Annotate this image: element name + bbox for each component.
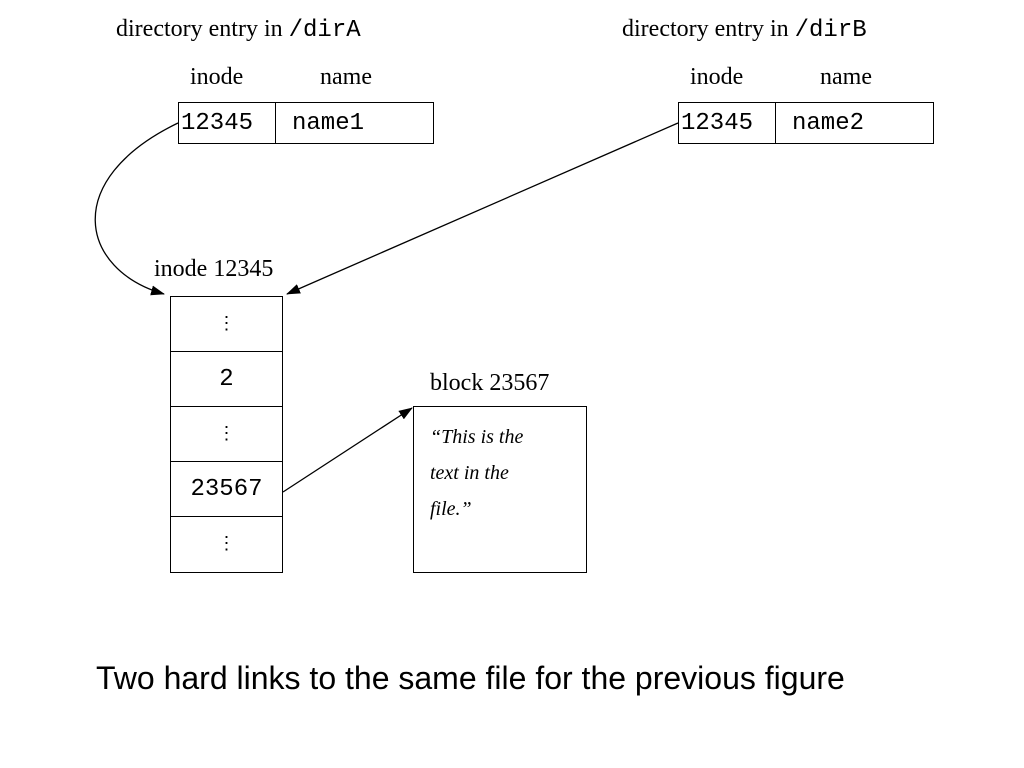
dirB-heading: directory entry in /dirB	[622, 16, 867, 44]
block-text-line-3: file.”	[430, 498, 472, 520]
dirA-inode-value: 12345	[181, 109, 254, 137]
dirB-inode-cell: 12345	[678, 102, 776, 144]
dirA-heading: directory entry in /dirA	[116, 16, 361, 44]
dirB-name-value: name2	[792, 109, 865, 137]
inode-row-2-value: 2	[219, 366, 234, 393]
dirB-col-name: name	[820, 64, 872, 90]
block-text-line-1: “This is the	[430, 426, 524, 448]
inode-row-3: ⋮	[170, 406, 283, 463]
dirA-col-name: name	[320, 64, 372, 90]
dirB-heading-prefix: directory entry in	[622, 16, 789, 42]
dirB-inode-value: 12345	[681, 109, 754, 137]
dirA-heading-path: /dirA	[288, 17, 361, 44]
arrow-dirB-to-inode	[286, 122, 679, 295]
inode-label: inode 12345	[154, 256, 274, 282]
figure-caption: Two hard links to the same file for the …	[96, 660, 845, 696]
inode-row-5: ⋮	[170, 516, 283, 573]
dirA-inode-cell: 12345	[178, 102, 276, 144]
arrow-inode-to-block	[282, 407, 413, 493]
dirB-name-cell: name2	[775, 102, 934, 144]
inode-row-4: 23567	[170, 461, 283, 518]
dirA-name-value: name1	[292, 109, 365, 137]
arrow-dirA-to-inode	[94, 122, 179, 296]
dirA-name-cell: name1	[275, 102, 434, 144]
block-text-line-2: text in the	[430, 462, 509, 484]
dirA-col-inode: inode	[190, 64, 244, 90]
dirB-col-inode: inode	[690, 64, 744, 90]
data-block: “This is the text in the file.”	[413, 406, 587, 573]
inode-row-2: 2	[170, 351, 283, 408]
dirA-heading-prefix: directory entry in	[116, 16, 283, 42]
block-label: block 23567	[430, 370, 550, 396]
inode-row-4-value: 23567	[190, 476, 263, 503]
dirB-heading-path: /dirB	[794, 17, 867, 44]
